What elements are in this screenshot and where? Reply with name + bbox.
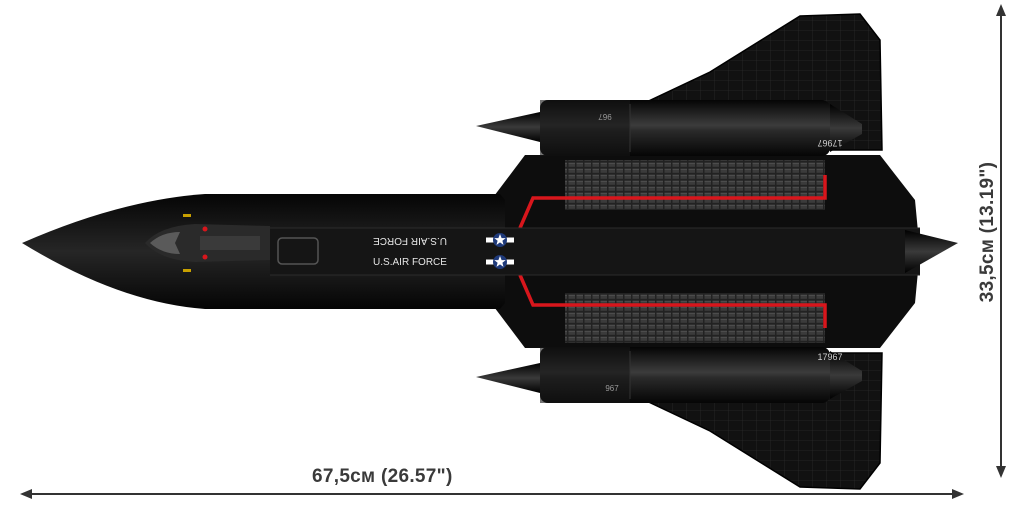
cockpit xyxy=(145,214,270,272)
nacelle-number-bottom: 967 xyxy=(605,384,619,393)
height-dimension-arrow xyxy=(996,4,1006,478)
roundel-bottom xyxy=(486,255,514,269)
marking-text-top: U.S.AIR FORCE xyxy=(373,235,447,246)
fuselage xyxy=(22,194,958,309)
tail-number-top: 17967 xyxy=(817,138,842,148)
marking-text-bottom: U.S.AIR FORCE xyxy=(373,257,447,268)
nacelle-number-top: 967 xyxy=(598,112,612,121)
nacelle-top xyxy=(476,100,862,156)
red-trim-top xyxy=(518,175,827,229)
wing-inner-top xyxy=(470,155,918,232)
red-trim-bottom xyxy=(518,274,827,328)
roundel-top xyxy=(486,233,514,247)
width-dimension-arrow xyxy=(20,489,964,499)
height-dimension-label: 33,5см (13.19") xyxy=(977,161,998,303)
wing-inner-bottom xyxy=(470,271,918,348)
nacelle-bottom xyxy=(476,347,862,403)
tail-number-bottom: 17967 xyxy=(817,352,842,362)
width-dimension-label: 67,5см (26.57") xyxy=(312,466,453,487)
